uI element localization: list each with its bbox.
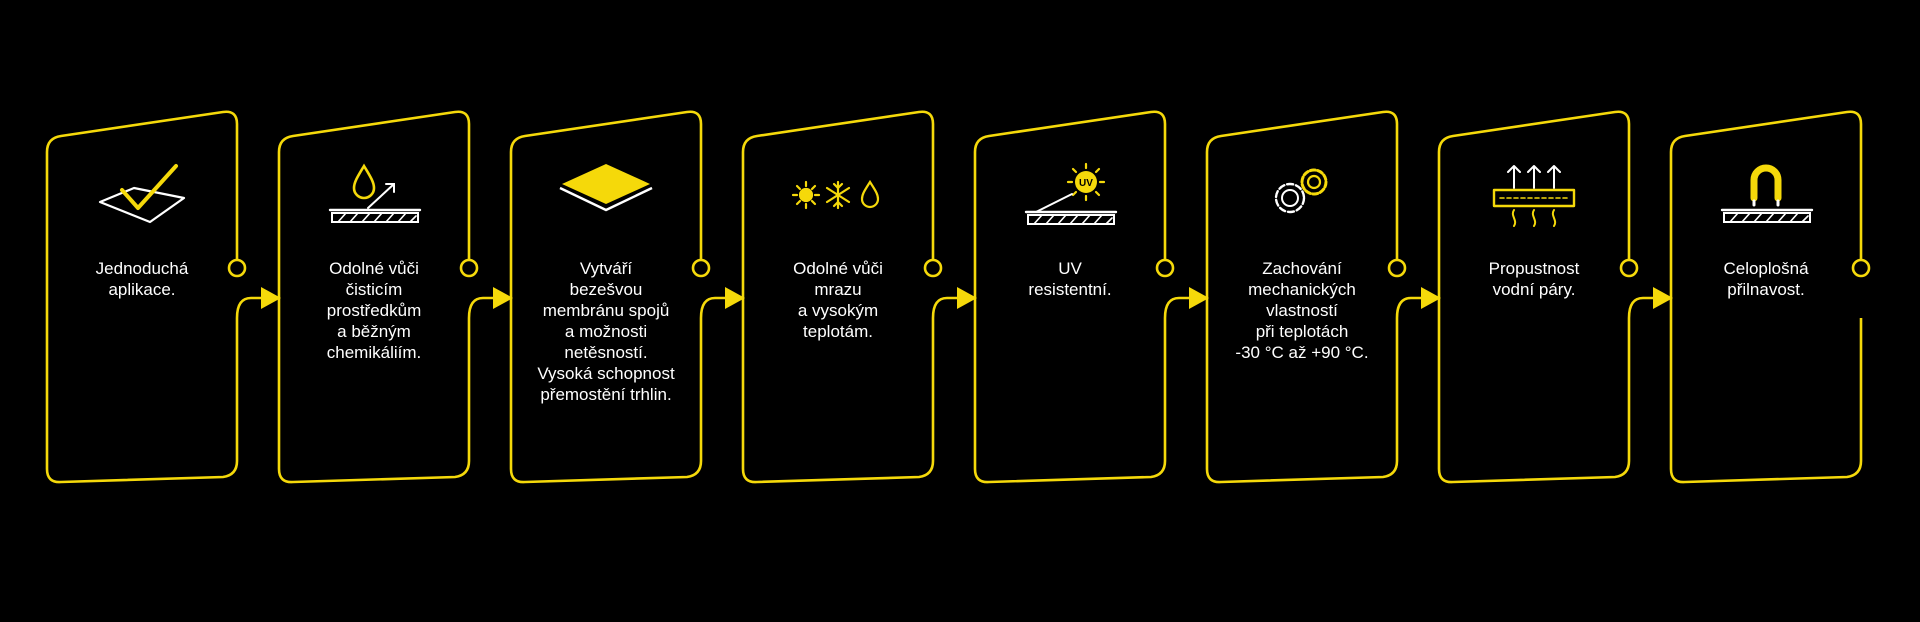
connector-arrow-3 — [725, 287, 745, 309]
card-text-2: Odolné vůči čisticím prostředkům a běžný… — [326, 259, 422, 362]
connector-line-4 — [931, 296, 959, 319]
card-frame-3 — [509, 110, 703, 484]
connector-arrow-2 — [493, 287, 513, 309]
connector-arrow-5 — [1189, 287, 1209, 309]
vapor-permeable-icon — [1492, 165, 1576, 227]
connector-line-2 — [467, 296, 495, 319]
connector-line-5 — [1163, 296, 1191, 319]
connector-line-6 — [1395, 296, 1423, 319]
connector-node-4 — [923, 258, 943, 278]
card-frame-7 — [1437, 110, 1631, 484]
seamless-membrane-icon — [559, 164, 653, 212]
connector-node-1 — [227, 258, 247, 278]
chemical-resistant-icon — [328, 163, 422, 223]
card-text-3: Vytváří bezešvou membránu spojů a možnos… — [537, 259, 675, 404]
connector-arrow-4 — [957, 287, 977, 309]
card-frame-4 — [741, 110, 935, 484]
connector-node-7 — [1619, 258, 1639, 278]
connector-node-2 — [459, 258, 479, 278]
connector-line-1 — [235, 296, 263, 319]
card-text-6: Zachování mechanických vlastností při te… — [1235, 259, 1369, 362]
card-frame-6 — [1205, 110, 1399, 484]
sun-snow-drop-icon — [791, 179, 880, 210]
connector-line-7 — [1627, 296, 1655, 319]
card-text-4: Odolné vůči mrazu a vysokým teplotám. — [793, 259, 883, 341]
card-frame-2 — [277, 110, 471, 484]
svg-text:UV: UV — [1079, 178, 1093, 189]
connector-node-6 — [1387, 258, 1407, 278]
connector-node-5 — [1155, 258, 1175, 278]
connector-arrow-7 — [1653, 287, 1673, 309]
card-text-1: Jednoduchá aplikace. — [95, 259, 189, 299]
card-frame-1 — [45, 110, 239, 484]
gears-icon — [1274, 168, 1328, 214]
card-text-7: Propustnost vodní páry. — [1488, 259, 1580, 299]
card-frame-8 — [1669, 110, 1863, 484]
connector-arrow-6 — [1421, 287, 1441, 309]
checkmark-surface-icon — [98, 164, 186, 224]
connector-node-3 — [691, 258, 711, 278]
magnet-adhesion-icon — [1720, 164, 1814, 223]
card-text-8: Celoplošná přilnavost. — [1723, 259, 1809, 299]
connector-arrow-1 — [261, 287, 281, 309]
uv-resistant-icon: UV — [1024, 162, 1118, 225]
connector-node-8 — [1851, 258, 1871, 278]
card-frame-5 — [973, 110, 1167, 484]
connector-line-3 — [699, 296, 727, 319]
card-text-5: UV resistentní. — [1028, 259, 1112, 299]
